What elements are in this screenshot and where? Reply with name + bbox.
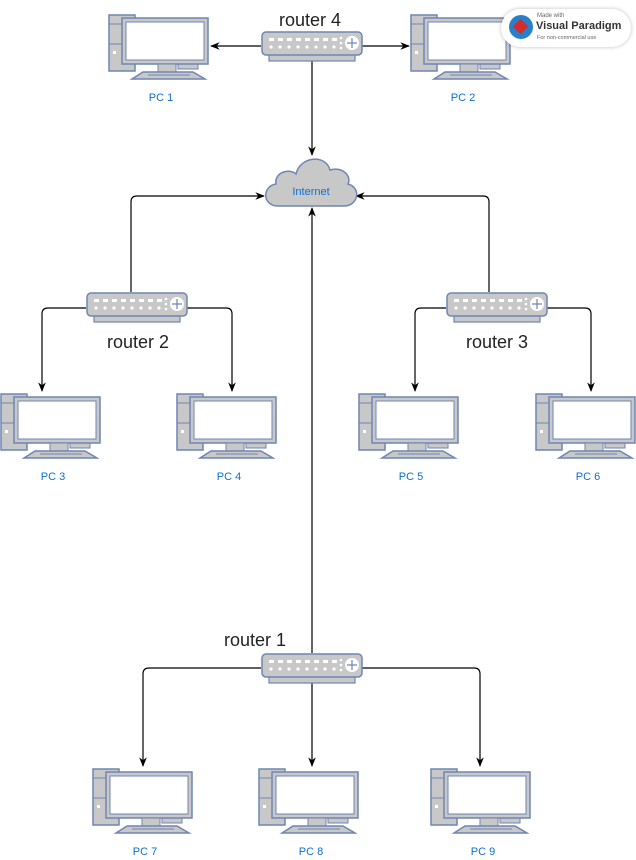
router-icon (261, 653, 363, 684)
pc-label: PC 9 (471, 846, 495, 858)
router-node-r1[interactable]: router 1 (224, 630, 363, 684)
router-label: router 4 (279, 10, 341, 30)
pc-node-pc6[interactable]: PC 6 (535, 393, 636, 483)
computer-icon (358, 393, 459, 459)
computer-icon (92, 768, 193, 834)
watermark-brand: Visual Paradigm (536, 20, 622, 32)
router-label: router 2 (107, 332, 169, 352)
visual-paradigm-watermark: Made with Visual Paradigm For non-commer… (501, 9, 631, 47)
pc-label: PC 2 (451, 92, 475, 104)
pc-node-pc5[interactable]: PC 5 (358, 393, 459, 483)
pc-node-pc3[interactable]: PC 3 (0, 393, 101, 483)
computer-icon (0, 393, 101, 459)
computer-icon (430, 768, 531, 834)
router-node-r4[interactable]: router 4 (261, 10, 363, 62)
edge-r2-pc3 (38, 307, 86, 392)
pc-label: PC 6 (576, 471, 600, 483)
edge-r3-pc6 (547, 307, 595, 392)
pc-label: PC 1 (149, 92, 173, 104)
pc-label: PC 4 (217, 471, 241, 483)
pc-label: PC 7 (133, 846, 157, 858)
edge-r3-internet (355, 192, 490, 292)
router-label: router 1 (224, 630, 286, 650)
pc-node-pc9[interactable]: PC 9 (430, 768, 531, 858)
router-label: router 3 (466, 332, 528, 352)
internet-cloud: Internet (265, 158, 358, 207)
visual-paradigm-logo-icon (509, 15, 533, 39)
edge-r1-pc9 (362, 667, 484, 767)
router-icon (86, 292, 188, 323)
pc-label: PC 8 (299, 846, 323, 858)
computer-icon (258, 768, 359, 834)
watermark-use: For non-commercial use (537, 35, 597, 41)
computer-icon (535, 393, 636, 459)
nodes: Internet PC 1 PC 2 PC 3 PC 4 PC 5 PC 6 PC 7 PC 8… (0, 10, 636, 858)
internet-label: Internet (292, 186, 329, 198)
computer-icon (410, 14, 511, 80)
router-icon (261, 31, 363, 62)
edge-r1-pc7 (139, 667, 261, 767)
pc-node-pc7[interactable]: PC 7 (92, 768, 193, 858)
edges (38, 42, 595, 767)
router-node-r2[interactable]: router 2 (86, 292, 188, 352)
computer-icon (176, 393, 277, 459)
pc-label: PC 3 (41, 471, 65, 483)
pc-node-pc1[interactable]: PC 1 (108, 14, 209, 104)
edge-r2-pc4 (187, 307, 236, 392)
router-node-r3[interactable]: router 3 (446, 292, 548, 352)
computer-icon (108, 14, 209, 80)
edge-r3-pc5 (411, 307, 446, 392)
edge-r2-internet (130, 192, 265, 292)
pc-node-pc2[interactable]: PC 2 (410, 14, 511, 104)
pc-node-pc4[interactable]: PC 4 (176, 393, 277, 483)
pc-label: PC 5 (399, 471, 423, 483)
router-icon (446, 292, 548, 323)
pc-node-pc8[interactable]: PC 8 (258, 768, 359, 858)
watermark-made: Made with (537, 13, 565, 19)
